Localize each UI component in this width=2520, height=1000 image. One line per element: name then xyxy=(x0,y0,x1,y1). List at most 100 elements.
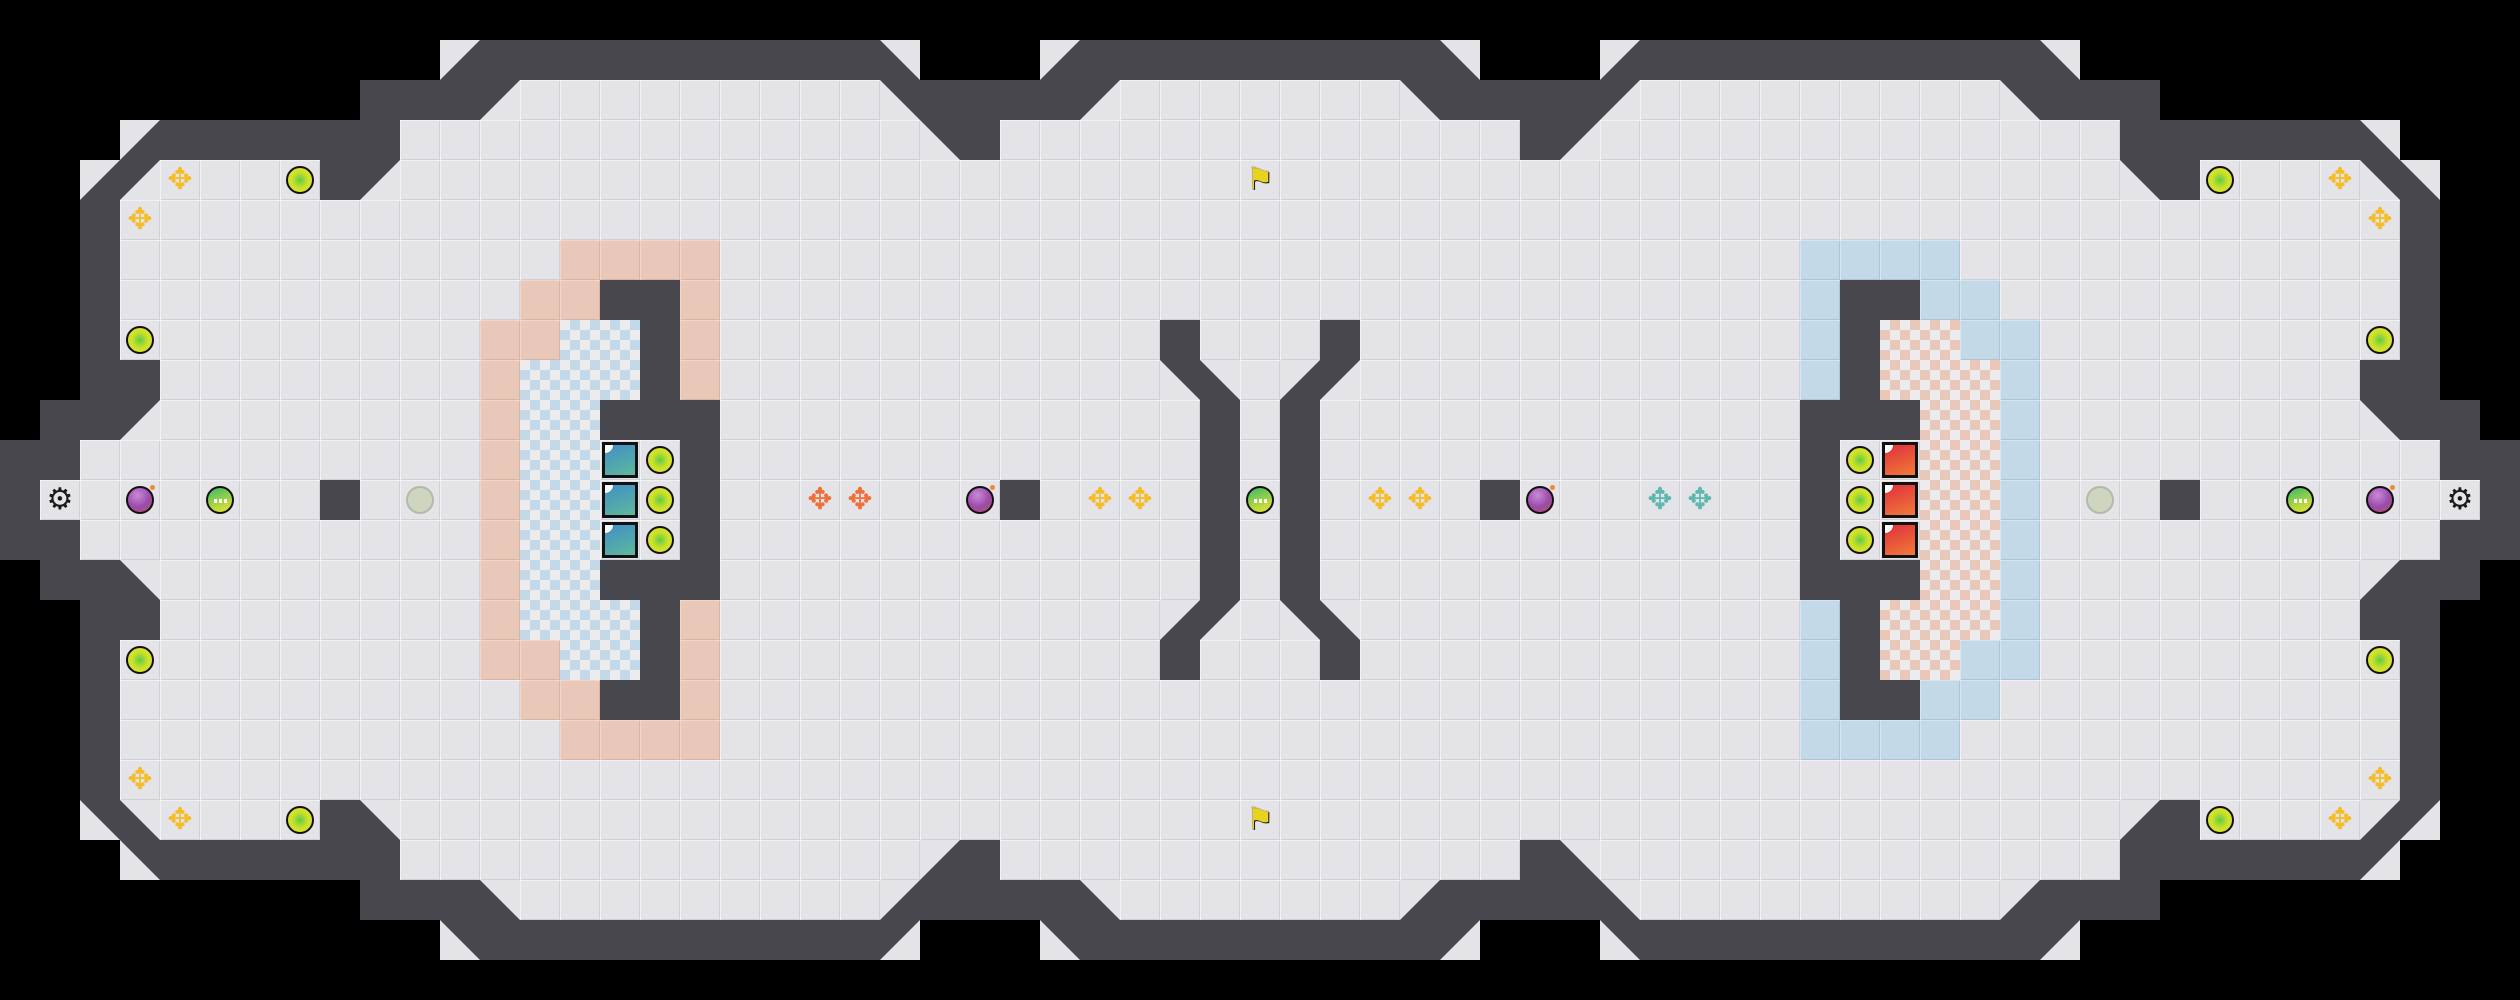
void-tile xyxy=(2160,920,2200,960)
floor-tile xyxy=(800,360,840,400)
floor-tile xyxy=(920,440,960,480)
floor-tile xyxy=(1000,440,1040,480)
wall-tile xyxy=(1800,520,1840,560)
floor-tile xyxy=(1280,120,1320,160)
wall-tile xyxy=(2000,40,2040,80)
floor-tile xyxy=(2360,480,2400,520)
floor-tile xyxy=(1520,680,1560,720)
floor-tile xyxy=(760,760,800,800)
floor-tile xyxy=(920,680,960,720)
blue-checker-tile xyxy=(600,360,640,400)
floor-tile xyxy=(2360,680,2400,720)
floor-tile xyxy=(400,360,440,400)
wall-tile xyxy=(1800,40,1840,80)
floor-tile xyxy=(320,760,360,800)
floor-tile xyxy=(640,760,680,800)
void-tile xyxy=(2320,40,2360,80)
floor-tile xyxy=(1880,480,1920,520)
void-tile xyxy=(1040,960,1080,1000)
void-tile xyxy=(640,960,680,1000)
wall-tile xyxy=(640,280,680,320)
floor-tile xyxy=(280,240,320,280)
floor-tile xyxy=(520,800,560,840)
wall-tile xyxy=(640,560,680,600)
floor-tile xyxy=(840,320,880,360)
wall-tile xyxy=(1320,320,1360,360)
wall-tile xyxy=(360,120,400,160)
floor-tile xyxy=(1360,840,1400,880)
floor-tile xyxy=(2240,160,2280,200)
floor-tile xyxy=(1120,840,1160,880)
floor-tile xyxy=(1600,280,1640,320)
void-tile xyxy=(1800,960,1840,1000)
floor-tile xyxy=(160,640,200,680)
wall-tile xyxy=(80,240,120,280)
floor-tile xyxy=(560,200,600,240)
void-tile xyxy=(0,40,40,80)
floor-tile xyxy=(1000,840,1040,880)
wall-tile xyxy=(840,920,880,960)
floor-tile xyxy=(2200,440,2240,480)
floor-tile xyxy=(760,640,800,680)
floor-tile xyxy=(160,520,200,560)
red-boost-icon: ✥ xyxy=(807,482,833,517)
floor-tile xyxy=(1520,640,1560,680)
floor-tile xyxy=(2240,320,2280,360)
floor-tile xyxy=(720,880,760,920)
floor-tile xyxy=(2120,520,2160,560)
floor-tile xyxy=(1000,800,1040,840)
void-tile xyxy=(0,920,40,960)
void-tile xyxy=(1120,0,1160,40)
wall-tile xyxy=(960,120,1000,160)
floor-tile xyxy=(200,640,240,680)
floor-tile xyxy=(1080,720,1120,760)
floor-tile xyxy=(600,520,640,560)
floor-tile xyxy=(160,480,200,520)
floor-tile xyxy=(1400,680,1440,720)
wall-tile xyxy=(720,920,760,960)
floor-tile xyxy=(1880,520,1920,560)
wall-tile xyxy=(1800,480,1840,520)
floor-tile xyxy=(1200,80,1240,120)
floor-tile xyxy=(1480,800,1520,840)
wall-tile xyxy=(1360,40,1400,80)
void-tile xyxy=(0,600,40,640)
floor-tile xyxy=(1200,800,1240,840)
floor-tile xyxy=(1000,640,1040,680)
floor-tile xyxy=(680,800,720,840)
floor-tile xyxy=(960,240,1000,280)
floor-tile xyxy=(1600,680,1640,720)
floor-tile xyxy=(1160,480,1200,520)
floor-tile xyxy=(1640,720,1680,760)
void-tile xyxy=(560,960,600,1000)
floor-tile xyxy=(2040,320,2080,360)
void-tile xyxy=(1720,0,1760,40)
void-tile xyxy=(2360,40,2400,80)
floor-tile xyxy=(680,880,720,920)
floor-tile xyxy=(800,200,840,240)
floor-tile xyxy=(440,240,480,280)
void-tile xyxy=(1160,0,1200,40)
wall-tile xyxy=(1840,360,1880,400)
floor-tile xyxy=(1240,400,1280,440)
floor-tile xyxy=(2200,360,2240,400)
wall-tile xyxy=(80,640,120,680)
void-tile xyxy=(80,40,120,80)
floor-tile xyxy=(480,800,520,840)
void-tile xyxy=(2440,640,2480,680)
floor-tile xyxy=(320,680,360,720)
floor-tile xyxy=(1800,800,1840,840)
floor-tile xyxy=(1440,400,1480,440)
floor-tile xyxy=(280,720,320,760)
wall-tile xyxy=(1080,40,1120,80)
void-tile xyxy=(80,120,120,160)
floor-tile xyxy=(840,280,880,320)
floor-tile xyxy=(800,680,840,720)
wall-tile xyxy=(1880,680,1920,720)
diagonal-wall-tile xyxy=(80,800,120,840)
floor-tile xyxy=(800,320,840,360)
floor-tile xyxy=(440,760,480,800)
floor-tile xyxy=(1200,640,1240,680)
floor-tile xyxy=(1800,200,1840,240)
floor-tile xyxy=(1680,160,1720,200)
